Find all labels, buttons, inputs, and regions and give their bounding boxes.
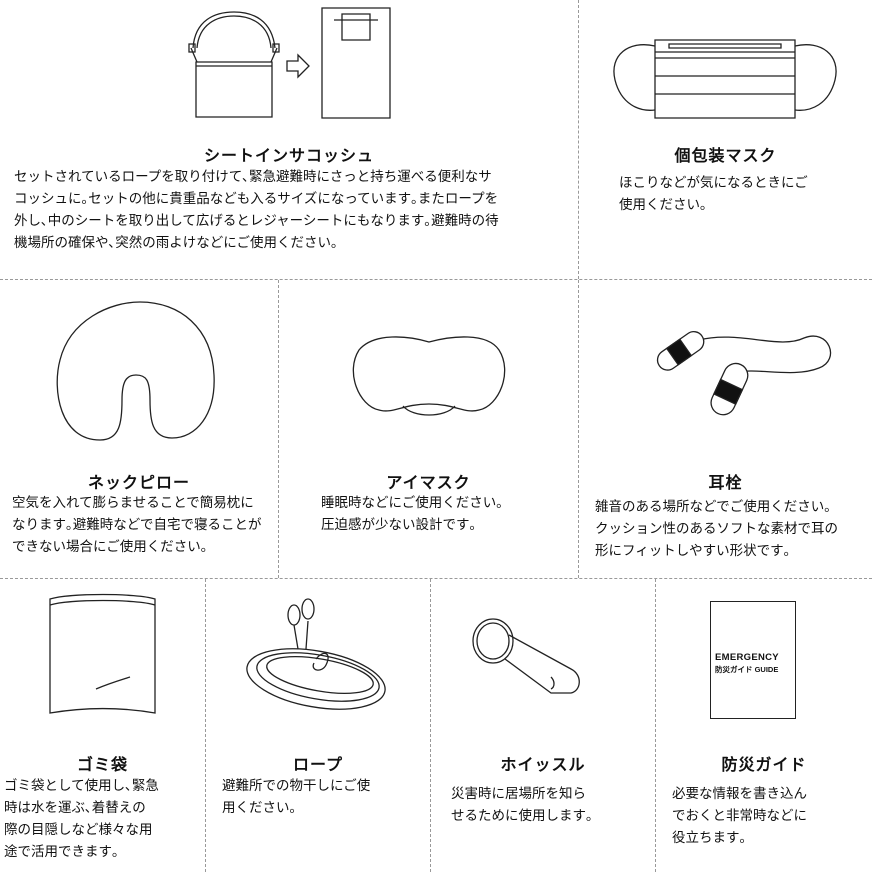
item-title: 耳栓 <box>708 473 743 492</box>
item-eye-mask: アイマスク 睡眠時などにご使用ください｡ 圧迫感が少ない設計です｡ <box>279 280 578 578</box>
item-whistle: ホイッスル 災害時に居場所を知ら せるために使用します｡ <box>431 579 655 872</box>
item-description: ほこりなどが気になるときにご 使用ください｡ <box>619 175 808 213</box>
item-title: ホイッスル <box>500 755 586 774</box>
guide-cover-line2: 防災ガイド GUIDE <box>715 665 779 674</box>
item-rope: ロープ 避難所での物干しにご使 用ください｡ <box>206 579 430 872</box>
item-title: ネックピロー <box>87 473 190 492</box>
guide-cover-line1: EMERGENCY <box>715 652 779 663</box>
item-sheet-sacoche: シートインサコッシュ セットされているロープを取り付けて､緊急避難時にさっと持ち… <box>0 0 578 279</box>
item-description: 空気を入れて膨らませることで簡易枕に なります｡避難時などで自宅で寝ることが で… <box>12 495 262 555</box>
item-description: 雑音のある場所などでご使用ください｡ クッション性のあるソフトな素材で耳の 形に… <box>595 499 838 559</box>
divider-row-2 <box>0 578 872 579</box>
mask-icon <box>579 0 872 130</box>
item-neck-pillow: ネックピロー 空気を入れて膨らませることで簡易枕に なります｡避難時などで自宅で… <box>0 280 278 578</box>
item-title: ロープ <box>292 755 344 774</box>
earplugs-icon <box>579 280 872 460</box>
divider-col-bot-1 <box>205 579 206 872</box>
divider-col-mid-2 <box>578 280 579 578</box>
item-title: 個包装マスク <box>674 146 777 165</box>
item-description: 避難所での物干しにご使 用ください｡ <box>222 778 371 816</box>
item-description: ゴミ袋として使用し､緊急 時は水を運ぶ､着替えの 際の目隠しなど様々な用 途で活… <box>4 778 159 860</box>
item-description: 必要な情報を書き込ん でおくと非常時などに 役立ちます｡ <box>672 786 807 846</box>
item-mask: 個包装マスク ほこりなどが気になるときにご 使用ください｡ <box>579 0 872 279</box>
divider-col-bot-2 <box>430 579 431 872</box>
sacoche-icon <box>0 0 578 140</box>
item-disaster-guide: EMERGENCY 防災ガイド GUIDE 防災ガイド 必要な情報を書き込ん で… <box>656 579 872 872</box>
divider-col-mid-1 <box>278 280 279 578</box>
item-title: シートインサコッシュ <box>203 146 374 165</box>
item-earplugs: 耳栓 雑音のある場所などでご使用ください｡ クッション性のあるソフトな素材で耳の… <box>579 280 872 578</box>
divider-col-top <box>578 0 579 279</box>
garbage-bag-icon <box>0 579 205 729</box>
whistle-icon <box>431 579 655 729</box>
eye-mask-icon <box>279 280 578 460</box>
guide-booklet-icon: EMERGENCY 防災ガイド GUIDE <box>710 601 796 719</box>
rope-icon <box>206 579 430 729</box>
item-description: 災害時に居場所を知ら せるために使用します｡ <box>451 786 593 824</box>
item-title: アイマスク <box>386 473 471 492</box>
neck-pillow-icon <box>0 280 278 460</box>
item-title: 防災ガイド <box>721 755 807 774</box>
item-description: 睡眠時などにご使用ください｡ 圧迫感が少ない設計です｡ <box>321 495 503 533</box>
item-title: ゴミ袋 <box>76 755 128 774</box>
divider-col-bot-3 <box>655 579 656 872</box>
item-description: セットされているロープを取り付けて､緊急避難時にさっと持ち運べる便利なサ コッシ… <box>14 169 499 251</box>
item-garbage-bag: ゴミ袋 ゴミ袋として使用し､緊急 時は水を運ぶ､着替えの 際の目隠しなど様々な用… <box>0 579 205 872</box>
divider-row-1 <box>0 279 872 280</box>
